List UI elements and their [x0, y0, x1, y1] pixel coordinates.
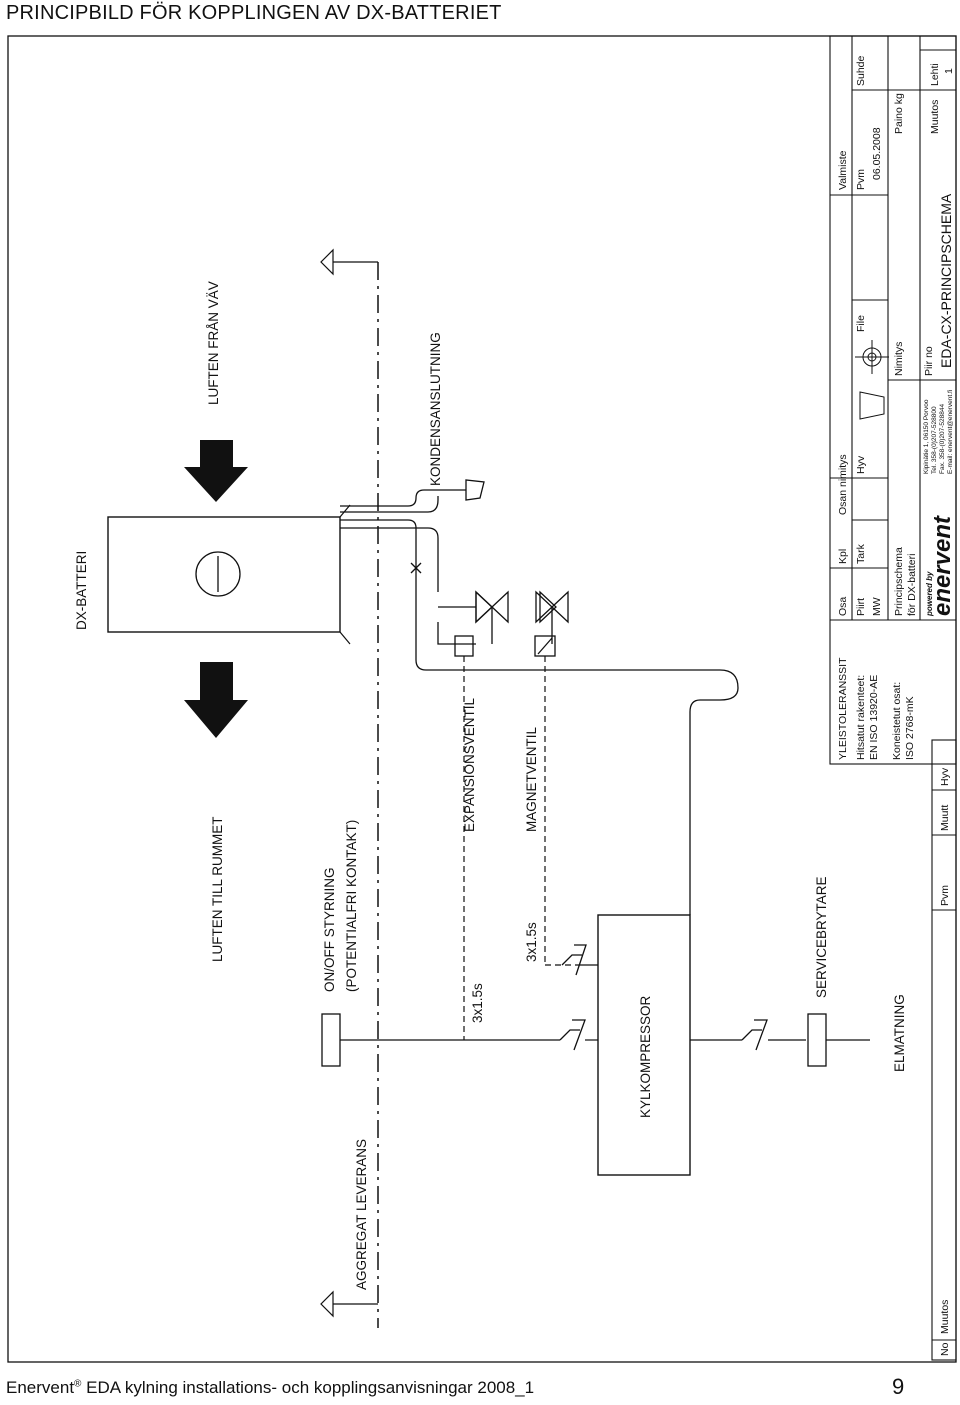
- footer-text: Enervent® EDA kylning installations- och…: [6, 1378, 534, 1398]
- power-wiring: [340, 964, 870, 1041]
- tb-rev-no: No: [939, 1342, 951, 1356]
- label-servicebrytare: SERVICEBRYTARE: [814, 876, 829, 998]
- tb-kon1: Koneistetut osat:: [891, 682, 903, 760]
- drawing-frame: [7, 35, 957, 1363]
- tb-hits2: EN ISO 13920-AE: [868, 675, 880, 760]
- aggregat-boundary-line: [320, 248, 379, 1328]
- footer-brand: Enervent: [6, 1378, 75, 1397]
- tb-tark: Tark: [855, 543, 867, 564]
- label-elmatning: ELMATNING: [892, 994, 907, 1072]
- label-aggregat-leverans: AGGREGAT LEVERANS: [354, 1139, 369, 1290]
- tb-nimitys: Nimitys: [893, 342, 905, 376]
- air-in-arrow: [184, 440, 248, 502]
- tb-powered-by: powered by: [925, 571, 934, 617]
- projection-symbol: [855, 340, 889, 420]
- enervent-logo: enervent: [929, 515, 956, 616]
- switch-contacts: [559, 944, 768, 1051]
- tb-rev-muutt: Muutt: [939, 805, 951, 831]
- tb-desc1: Principschema: [893, 547, 905, 616]
- service-switch-terminal: [807, 1013, 827, 1067]
- compressor-box: [597, 914, 691, 1176]
- tb-drawing-no: EDA-CX-PRINCIPSCHEMA: [938, 193, 954, 368]
- label-onoff-styrning: ON/OFF STYRNING: [322, 868, 337, 993]
- page-number: 9: [892, 1374, 905, 1399]
- label-potentialfri-kontakt: (POTENTIALFRI KONTAKT): [344, 820, 359, 992]
- label-luften-till-rummet: LUFTEN TILL RUMMET: [210, 816, 225, 962]
- tb-addr4: E-mail: enervent@enervent.fi: [947, 390, 954, 474]
- tb-yleistoleranssit: YLEISTOLERANSSIT: [837, 657, 849, 760]
- tb-rev-hyv: Hyv: [939, 767, 951, 786]
- refrigerant-pipes: [340, 496, 739, 915]
- label-magnetventil: MAGNETVENTIL: [524, 726, 539, 832]
- dx-battery: [107, 504, 351, 645]
- label-dx-batteri: DX-BATTERI: [74, 551, 89, 630]
- footer-description: EDA kylning installations- och kopplings…: [81, 1378, 535, 1397]
- tb-osan-nimitys: Osan nimitys: [837, 454, 849, 515]
- tb-lehti: Lehti: [929, 63, 941, 86]
- label-kylkompressor: KYLKOMPRESSOR: [638, 995, 653, 1118]
- tb-valmiste: Valmiste: [837, 150, 849, 190]
- footer-reg: ®: [74, 1378, 82, 1390]
- label-expansionsventil: EXPANSIONSVENTIL: [462, 697, 477, 832]
- tb-piirt-val: MW: [871, 597, 883, 616]
- tb-hyv: Hyv: [855, 455, 867, 474]
- condensate-connection: [340, 479, 485, 507]
- tb-paino: Paino kg: [893, 93, 905, 134]
- tb-pvm-val: 06.05.2008: [871, 127, 883, 180]
- label-kondensanslutning: KONDENSANSLUTNING: [428, 332, 443, 486]
- tb-addr3: Fax. 358-(0)207-528844: [939, 404, 946, 474]
- pipe-marker: [410, 562, 422, 574]
- tb-file: File: [855, 315, 867, 332]
- label-cable-1: 3x1.5s: [470, 983, 485, 1023]
- tb-kon2: ISO 2768-mK: [904, 696, 916, 760]
- label-cable-2: 3x1.5s: [524, 922, 539, 962]
- control-wiring: [463, 656, 578, 1040]
- tb-kpl: Kpl: [837, 549, 849, 564]
- tb-osa: Osa: [837, 597, 849, 616]
- tb-lehti-val: 1: [943, 68, 955, 74]
- onoff-terminal: [321, 1013, 341, 1067]
- air-out-arrow: [184, 662, 248, 738]
- label-luften-fran-vav: LUFTEN FRÅN VÄV: [206, 281, 221, 405]
- title-block: [829, 35, 957, 1361]
- tb-piir-no: Piir no: [923, 346, 935, 376]
- tb-addr2: Tel. 358-(0)207-528800: [931, 406, 938, 474]
- page-heading: PRINCIPBILD FÖR KOPPLINGEN AV DX-BATTERI…: [6, 2, 502, 24]
- tb-hits1: Hitsatut rakenteet:: [855, 675, 867, 760]
- tb-addr1: Kipinätie 1, 06150 Porvoo: [923, 399, 930, 474]
- tb-pvm: Pvm: [855, 169, 867, 190]
- tb-rev-muutos: Muutos: [939, 1300, 951, 1334]
- tb-muutos: Muutos: [929, 100, 941, 134]
- tb-piirt: Piirt: [855, 598, 867, 616]
- tb-desc2: för DX-batteri: [906, 554, 918, 616]
- tb-rev-pvm: Pvm: [939, 885, 951, 906]
- expansion-valve: [438, 590, 557, 657]
- tb-suhde: Suhde: [855, 55, 867, 86]
